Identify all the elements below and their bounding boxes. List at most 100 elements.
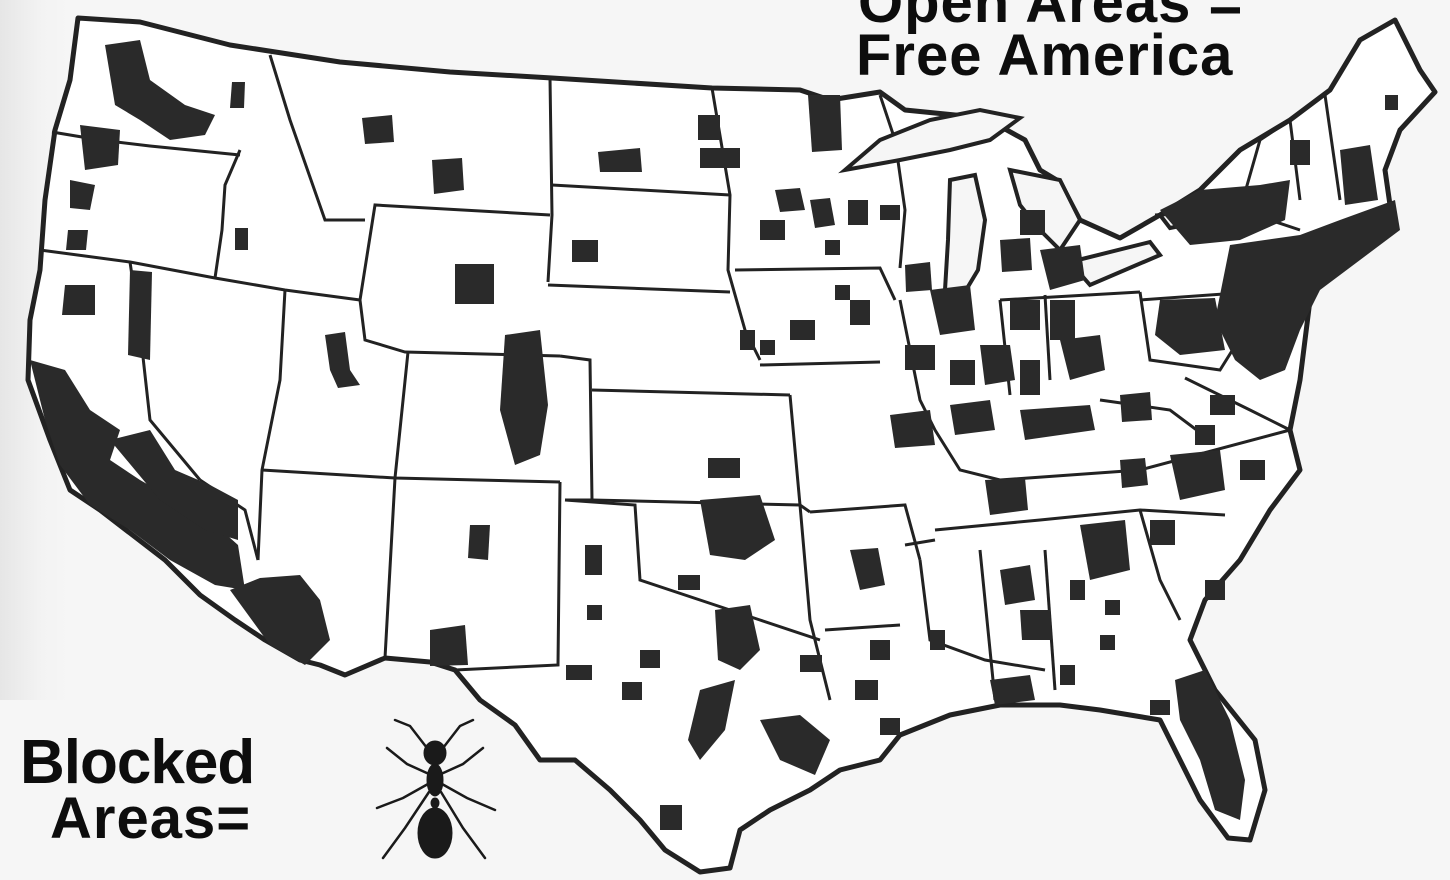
- blocked-area: [1150, 520, 1175, 545]
- blocked-area: [1105, 600, 1120, 615]
- blocked-area: [905, 262, 932, 292]
- blocked-area: [1120, 458, 1148, 488]
- blocked-area: [1155, 298, 1225, 355]
- blocked-area: [1020, 610, 1052, 640]
- blocked-area: [1170, 450, 1225, 500]
- blocked-area: [105, 40, 215, 140]
- ant-icon: [375, 718, 497, 860]
- blocked-area: [1020, 405, 1095, 440]
- blocked-area: [110, 430, 238, 540]
- blocked-area: [1000, 565, 1035, 605]
- blocked-area: [455, 264, 494, 304]
- blocked-area: [890, 410, 935, 448]
- blocked-area: [930, 285, 975, 335]
- blocked-area: [835, 285, 850, 300]
- blocked-area: [825, 240, 840, 255]
- blocked-area: [880, 718, 900, 735]
- blocked-area: [850, 548, 885, 590]
- blocked-area: [775, 188, 805, 212]
- blocked-area: [572, 240, 598, 262]
- blocked-area: [1100, 635, 1115, 650]
- blocked-area: [325, 332, 360, 388]
- blocked-area: [585, 545, 602, 575]
- blocked-area: [1175, 670, 1245, 820]
- blocked-area: [1150, 700, 1170, 715]
- blocked-area: [800, 655, 822, 672]
- blocked-area: [790, 320, 815, 340]
- blocked-areas-west: [30, 40, 548, 666]
- blocked-area: [1020, 210, 1045, 235]
- blocked-area: [235, 228, 248, 250]
- blocked-area: [950, 400, 995, 435]
- blocked-area: [698, 115, 720, 140]
- blocked-area: [230, 575, 330, 665]
- blocked-area: [760, 220, 785, 240]
- blocked-area: [760, 340, 775, 355]
- blocked-area: [850, 300, 870, 325]
- blocked-area: [855, 680, 878, 700]
- blocked-area: [1080, 520, 1130, 580]
- blocked-area: [70, 180, 95, 210]
- blocked-area: [1205, 580, 1225, 600]
- blocked-area: [1060, 335, 1105, 380]
- blocked-area: [1050, 300, 1075, 340]
- lake-superior: [838, 107, 1025, 174]
- blocked-area: [1000, 238, 1032, 272]
- blocked-area: [990, 675, 1035, 705]
- blocked-area: [930, 630, 945, 650]
- blocked-area: [640, 650, 660, 668]
- blocked-area: [362, 115, 394, 144]
- blocked-area: [598, 148, 642, 172]
- blocked-area: [760, 715, 830, 775]
- blocked-area: [432, 158, 464, 194]
- blocked-area: [1195, 425, 1215, 445]
- blocked-area: [1215, 200, 1400, 380]
- blocked-area: [430, 625, 468, 666]
- blocked-area: [1010, 300, 1040, 330]
- blocked-areas-central: [566, 95, 900, 830]
- blocked-area: [700, 495, 775, 560]
- free-america-heading: Free America: [856, 23, 1234, 88]
- blocked-area: [30, 360, 245, 590]
- blocked-area: [80, 125, 120, 170]
- blocked-area: [66, 230, 88, 250]
- blocked-area: [1070, 580, 1085, 600]
- blocked-area: [1020, 360, 1040, 395]
- blocked-area: [1040, 245, 1085, 290]
- blocked-area: [708, 458, 740, 478]
- blocked-area: [740, 330, 755, 350]
- blocked-areas-east: [760, 95, 1400, 820]
- blocked-area: [622, 682, 642, 700]
- blocked-area: [500, 330, 548, 465]
- blocked-area: [810, 198, 835, 228]
- blocked-area: [905, 345, 935, 370]
- lake-michigan: [942, 172, 988, 303]
- blocked-area: [950, 360, 975, 385]
- blocked-area: [1290, 140, 1310, 165]
- blocked-area: [700, 148, 740, 168]
- blocked-area: [808, 95, 842, 152]
- blocked-area: [678, 575, 700, 590]
- blocked-area: [62, 285, 95, 315]
- blocked-area: [980, 345, 1015, 385]
- blocked-area: [1210, 395, 1235, 415]
- blocked-area: [566, 665, 592, 680]
- blocked-area: [848, 200, 868, 225]
- blocked-area: [1160, 180, 1290, 245]
- blocked-area: [1385, 95, 1398, 110]
- blocked-areas-heading: Areas=: [50, 786, 252, 851]
- blocked-area: [230, 82, 245, 108]
- blocked-area: [1340, 145, 1378, 205]
- blocked-area: [660, 805, 682, 830]
- blocked-area: [1120, 392, 1152, 422]
- blocked-area: [870, 640, 890, 660]
- blocked-area: [715, 605, 760, 670]
- blocked-area: [587, 605, 602, 620]
- blocked-area: [880, 205, 900, 220]
- blocked-area: [1240, 460, 1265, 480]
- blocked-area: [128, 270, 152, 360]
- blocked-area: [985, 478, 1028, 515]
- blocked-heading: Blocked: [20, 728, 255, 797]
